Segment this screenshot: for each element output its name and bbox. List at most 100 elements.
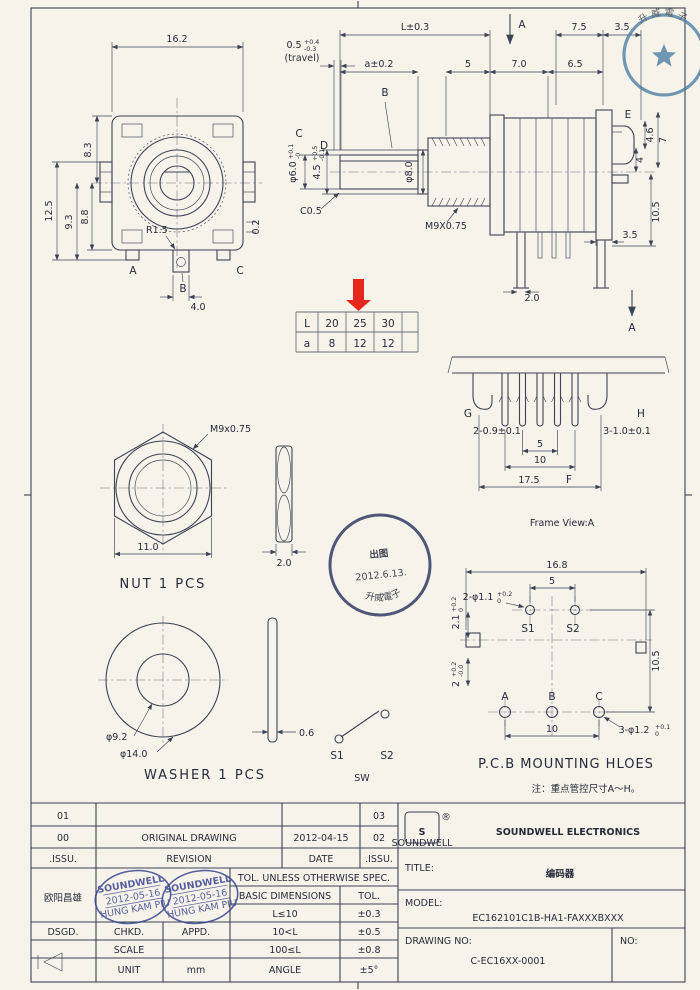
title-value: 编码器 <box>546 868 575 880</box>
washer-view: φ9.2 φ14.0 WASHER 1 PCS 0.6 <box>98 616 314 783</box>
approval-stamp-2: SOUNDWELL 2012-05-16 HUNG KAM PIU <box>161 869 239 925</box>
dim-12-5: 12.5 <box>44 200 55 221</box>
pcb-dim-10: 10 <box>546 724 558 735</box>
label-c: C <box>236 265 243 277</box>
rev-01: 01 <box>57 811 69 822</box>
dim-0-2: 0.2 <box>251 219 262 234</box>
pcb-label-b: B <box>548 691 555 703</box>
label-e: E <box>625 109 632 121</box>
frame-label-g: G <box>464 408 472 420</box>
table-cell-30: 30 <box>381 318 394 330</box>
seal-arc-text: 升威電子 <box>637 6 689 26</box>
dim-2-0: 2.0 <box>524 293 539 304</box>
pcb-dim-2-value: 2 <box>451 681 462 687</box>
issu-left: .ISSU. <box>49 854 77 865</box>
washer-dim-inner: φ9.2 <box>106 732 127 743</box>
rev-date-value: 2012-04-15 <box>293 833 348 844</box>
nut-view: M9x0.75 11.0 NUT 1 PCS 2.0 <box>100 424 306 592</box>
dsgd-label: DSGD. <box>47 927 78 938</box>
table-cell-l: L <box>304 318 310 330</box>
washer-dim-outer: φ14.0 <box>120 749 147 760</box>
front-view: 16.2 8.3 9.3 8.8 12.5 0.2 R1.5 A B C 4.0 <box>44 34 262 313</box>
tol-col-basic: BASIC DIMENSIONS <box>239 891 331 902</box>
dim-shaft-dia-minus: -0 <box>295 153 302 159</box>
nut-thread: M9x0.75 <box>210 424 251 435</box>
dim-4: 4 <box>635 157 646 163</box>
red-arrow-marker <box>346 279 371 311</box>
rev-original: ORIGINAL DRAWING <box>141 833 236 844</box>
dim-flat-minus: -0.1 <box>319 149 326 161</box>
svg-text:升威電子: 升威電子 <box>363 587 404 606</box>
dim-width: 16.2 <box>166 34 187 45</box>
dim-shaft-dia-value: φ6.0 <box>288 161 299 182</box>
pcb-s2: S2 <box>566 623 579 635</box>
unit-value: mm <box>187 965 206 976</box>
table-cell-25: 25 <box>353 318 366 330</box>
release-stamp: 出图 2012.6.13. 升威電子 <box>328 513 432 617</box>
table-cell-12a: 12 <box>353 338 366 350</box>
dim-neck-dia: φ8.0 <box>404 161 415 182</box>
tol-r2-value: ±0.5 <box>357 927 380 938</box>
dim-6-5: 6.5 <box>567 59 582 70</box>
tol-r3-value: ±0.8 <box>357 945 380 956</box>
release-stamp-line2: 2012.6.13. <box>355 567 407 583</box>
logo-text: SOUNDWELL <box>392 838 454 849</box>
thread-spec: M9X0.75 <box>425 221 467 232</box>
dim-flat-value: 4.5 <box>312 164 323 179</box>
section-label-bottom: A <box>628 322 636 334</box>
nut-caption: NUT 1 PCS <box>120 577 207 592</box>
pcb-dim-10-5: 10.5 <box>651 650 662 671</box>
tol-header: TOL. UNLESS OTHERWISE SPEC. <box>237 873 390 884</box>
company-logo: S ® SOUNDWELL <box>392 811 454 849</box>
registered-mark: ® <box>441 812 451 823</box>
travel-label: (travel) <box>285 53 320 64</box>
tol-r1-label: L≤10 <box>272 909 297 920</box>
title-block: 01 03 00 ORIGINAL DRAWING 2012-04-15 02 … <box>31 802 685 982</box>
release-stamp-arc-text: 升威電子 <box>363 587 404 606</box>
switch-symbol: S1 S2 SW <box>330 709 394 784</box>
frame-dim-h: 3-1.0±0.1 <box>603 426 651 437</box>
rev-00: 00 <box>57 833 69 844</box>
drawing-no-value: C-EC16XX-0001 <box>471 956 546 967</box>
drawing-no-label: DRAWING NO: <box>405 936 472 947</box>
pcb-dim-2-1-minus: 0 <box>458 608 465 612</box>
pcb-bottom-plus: +0.1 <box>655 724 670 731</box>
side-view: L±0.3 A 7.5 3.5 0.5 +0.4 -0.3 (travel) a… <box>285 14 669 334</box>
pcb-caption: P.C.B MOUNTING HLOES <box>478 757 654 772</box>
logo-letter: S <box>419 827 426 838</box>
pcb-dim-5: 5 <box>549 576 555 587</box>
tol-r3-label: 100≤L <box>269 945 301 956</box>
table-cell-12b: 12 <box>381 338 394 350</box>
dim-3-5-top: 3.5 <box>614 22 629 33</box>
control-note: 注：重点管控尺寸A～H。 <box>532 783 641 795</box>
label-d: D <box>320 140 328 152</box>
model-label: MODEL: <box>405 898 443 909</box>
table-cell-20: 20 <box>325 318 338 330</box>
scale-label: SCALE <box>114 945 144 956</box>
frame-dim-5: 5 <box>537 439 543 450</box>
nut-dim-across: 11.0 <box>137 542 158 553</box>
label-b: B <box>381 87 388 99</box>
label-a: A <box>129 265 137 277</box>
dim-4-0: 4.0 <box>190 302 205 313</box>
dim-7: 7 <box>658 137 669 143</box>
switch-s1: S1 <box>330 750 343 762</box>
pcb-top-plus: +0.2 <box>497 591 512 598</box>
company-seal: 升威電子 <box>622 6 700 97</box>
dim-8-3: 8.3 <box>83 142 94 157</box>
dim-10-5: 10.5 <box>651 201 662 222</box>
travel-value: 0.5 <box>286 40 301 51</box>
pcb-dim-width: 16.8 <box>546 560 567 571</box>
rev-03: 03 <box>373 811 385 822</box>
tol-r2-label: 10<L <box>272 927 298 938</box>
title-label: TITLE: <box>404 863 434 874</box>
pcb-bottom-holes: 3-φ1.2 <box>619 725 650 736</box>
frame-label-f: F <box>566 474 572 486</box>
pcb-dim-2-1-value: 2.1 <box>451 614 462 629</box>
dim-chamfer: C0.5 <box>300 206 322 217</box>
designer-name: 欧阳昌雄 <box>44 892 83 904</box>
pcb-bottom-minus: 0 <box>655 731 659 738</box>
sheet-border <box>24 1 692 989</box>
dim-shaft-dia: φ6.0 +0.1 -0 <box>288 144 302 183</box>
